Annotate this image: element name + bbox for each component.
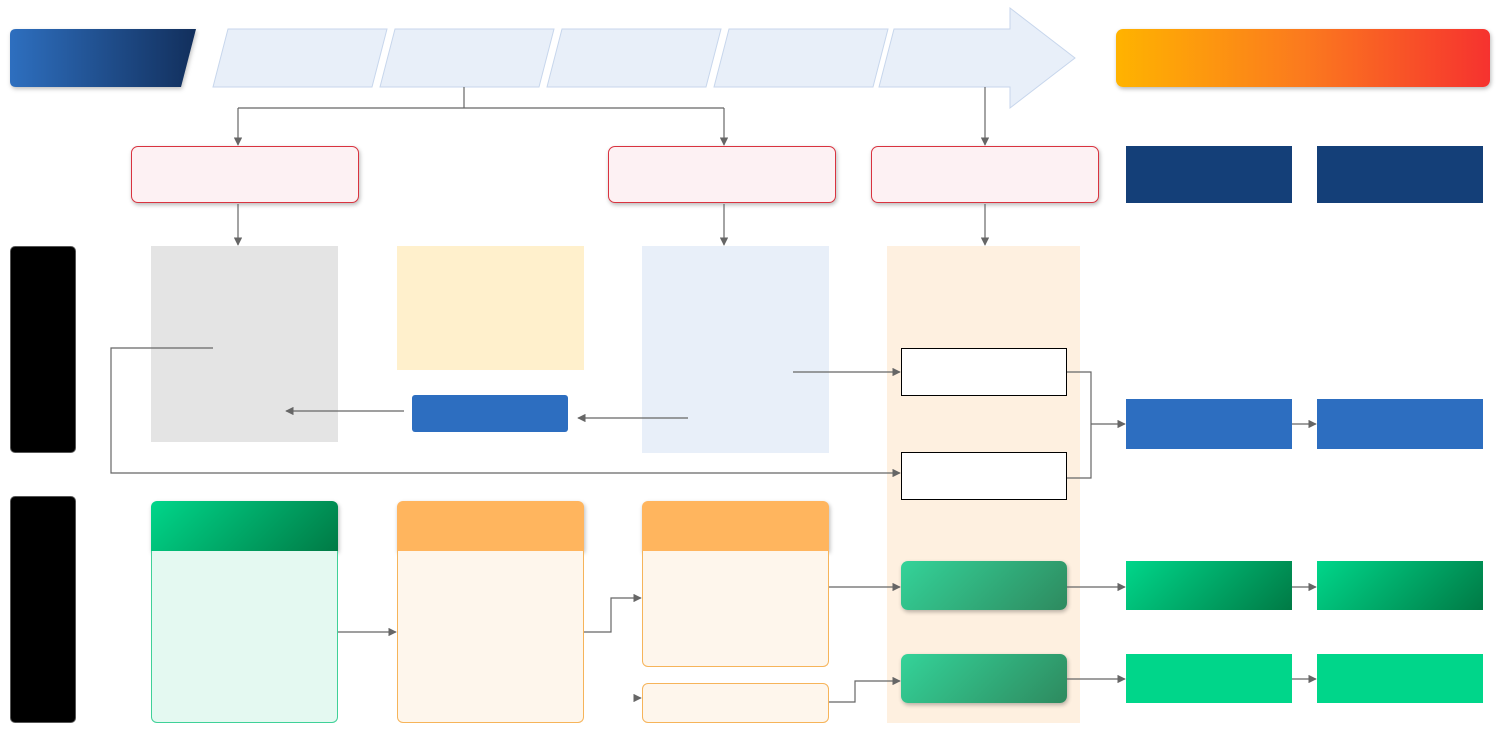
green-card-body <box>151 551 338 723</box>
orange-card-1-header <box>397 501 584 551</box>
result-banner <box>1116 29 1490 87</box>
result-blue-b <box>1317 399 1483 449</box>
step-5-label <box>892 29 1012 87</box>
stage-box-3 <box>871 146 1099 203</box>
green-pill-2 <box>901 654 1067 703</box>
row-label-top <box>10 246 76 453</box>
gray-block <box>151 246 338 442</box>
white-box-1 <box>901 348 1067 396</box>
result-header-1 <box>1126 146 1292 203</box>
process-arrow <box>212 6 1076 110</box>
orange-card-1-body <box>397 551 584 723</box>
process-step-3 <box>546 28 722 88</box>
white-box-2 <box>901 452 1067 500</box>
row-label-bottom <box>10 496 76 723</box>
process-step-5-arrowhead <box>878 6 1076 110</box>
step-3-label <box>559 29 709 87</box>
result-green-b2 <box>1317 654 1483 703</box>
step-1-label <box>225 29 375 87</box>
process-step-4 <box>713 28 889 88</box>
result-blue-a <box>1126 399 1292 449</box>
orange-card-2-header <box>642 501 829 551</box>
process-step-1 <box>212 28 388 88</box>
blue-button[interactable] <box>412 395 568 432</box>
result-header-2 <box>1317 146 1483 203</box>
process-step-2 <box>379 28 555 88</box>
orange-card-2-body <box>642 551 829 667</box>
step-4-label <box>726 29 876 87</box>
light-blue-block <box>642 246 829 453</box>
result-green-a2 <box>1126 654 1292 703</box>
green-pill-1 <box>901 561 1067 610</box>
result-green-b1 <box>1317 561 1483 610</box>
header-title-banner <box>10 29 196 87</box>
stage-box-2 <box>608 146 836 203</box>
stage-box-1 <box>131 146 359 203</box>
yellow-block <box>397 246 584 370</box>
result-green-a1 <box>1126 561 1292 610</box>
connector-orange1-to-orange2 <box>584 593 642 633</box>
green-card-header <box>151 501 338 551</box>
small-orange-card <box>642 683 829 723</box>
step-2-label <box>392 29 542 87</box>
